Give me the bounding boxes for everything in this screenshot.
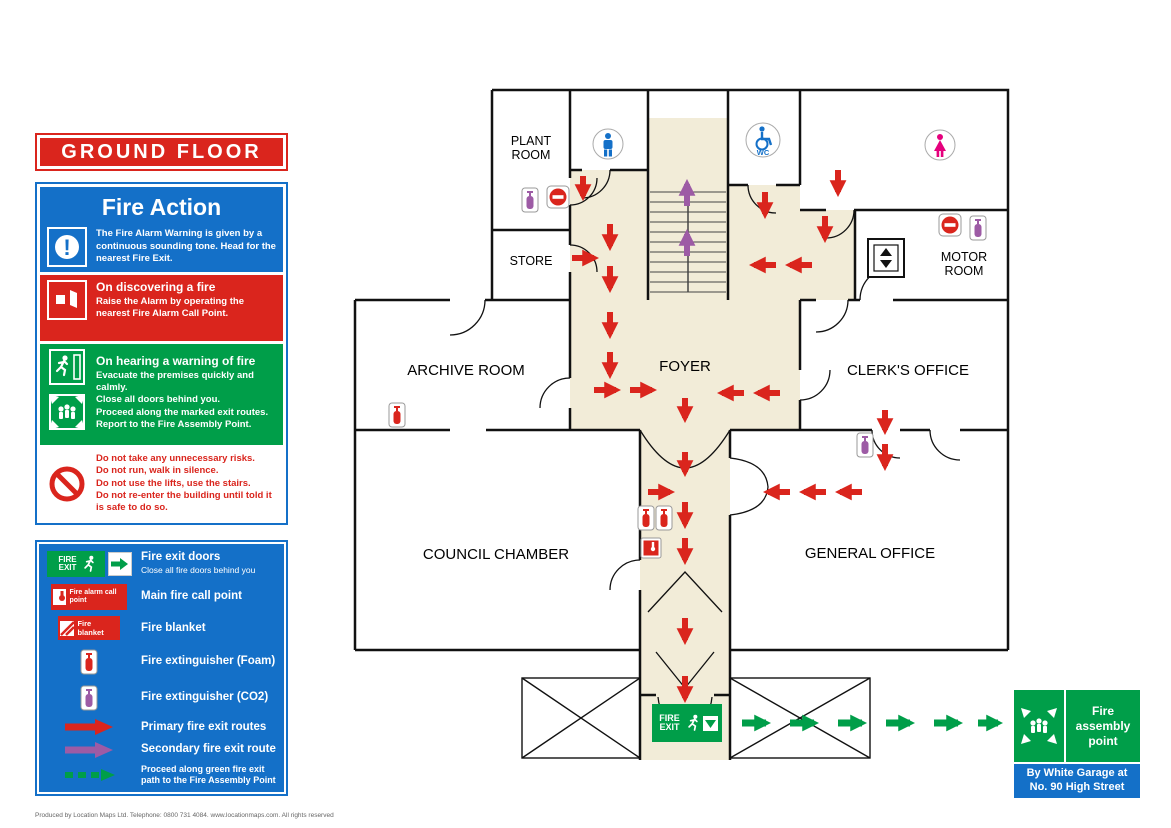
legend-label: Main fire call point (141, 590, 242, 603)
green-right-arrow-icon (107, 552, 132, 577)
assembly-location-sign: By White Garage at No. 90 High Street (1014, 764, 1140, 798)
running-man-exit-icon (49, 349, 85, 390)
fire-exit-sign: FIRE EXIT (652, 704, 722, 742)
alarm-warning-icon: ! (46, 227, 88, 267)
room-label-clerks-office: CLERK'S OFFICE (846, 362, 970, 379)
co2-extinguisher-icon (856, 432, 874, 458)
foam-extinguisher-icon (388, 402, 406, 428)
dont-line: Do not use the lifts, use the stairs. (96, 477, 251, 489)
discover-heading: On discovering a fire (96, 280, 216, 294)
prohibition-icon (46, 464, 88, 504)
fire-action-alarm-section: Fire Action ! The Fire Alarm Warning is … (40, 187, 283, 272)
room-label-foyer: FOYER (659, 358, 711, 375)
alarm-warning-text: The Fire Alarm Warning is given by a con… (96, 228, 276, 265)
wc-label: WC (757, 148, 770, 157)
assembly-point-icon (49, 394, 85, 435)
legend-label: Fire extinguisher (CO2) (141, 691, 269, 704)
legend-label: Fire blanket (141, 621, 206, 634)
producer-credit: Produced by Location Maps Ltd. Telephone… (35, 812, 334, 819)
entrance-steps (521, 677, 871, 759)
fire-exit-sign-icon: FIRE EXIT (46, 551, 105, 578)
fire-action-discover-section: On discovering a fire Raise the Alarm by… (40, 275, 283, 342)
fire-action-panel: Fire Action ! The Fire Alarm Warning is … (35, 182, 288, 525)
legend-row-call-point: Fire alarm call point Main fire call poi… (43, 583, 280, 610)
no-entry-icon (938, 213, 962, 237)
hearing-line: Evacuate the premises quickly and calmly… (96, 369, 254, 393)
room-label-motor-room: MOTOR ROOM (940, 250, 988, 279)
legend-sublabel: Close all fire doors behind you (141, 565, 256, 576)
co2-extinguisher-icon (969, 215, 987, 241)
legend-label: Primary fire exit routes (141, 720, 267, 733)
secondary-route-arrow-icon (65, 741, 113, 758)
walls (353, 88, 1010, 760)
hearing-heading: On hearing a warning of fire (96, 353, 256, 368)
fire-action-donts-section: Do not take any unnecessary risks. Do no… (40, 447, 283, 520)
assembly-sign-text: Fire assembly point (1066, 690, 1140, 762)
svg-text:!: ! (63, 235, 70, 260)
lift-icon (867, 238, 905, 278)
legend-label: Proceed along green fire exit path to th… (141, 764, 276, 785)
dont-line: Do not re-enter the building until told … (96, 489, 272, 514)
legend-label: Fire exit doors Close all fire doors beh… (141, 551, 256, 576)
male-wc-icon (592, 128, 624, 160)
fire-action-title: Fire Action (101, 194, 222, 220)
legend-row-green-path: Proceed along green fire exit path to th… (43, 764, 280, 785)
co2-extinguisher-icon (521, 187, 539, 213)
discover-text: Raise the Alarm by operating the nearest… (96, 296, 244, 320)
assembly-point-icon (1014, 690, 1064, 762)
legend-panel: FIRE EXIT Fire exit doors Close all fire… (35, 540, 288, 796)
dont-line: Do not take any unnecessary risks. (96, 452, 255, 464)
legend-row-primary-route: Primary fire exit routes (43, 719, 280, 736)
legend-row-fire-exit-doors: FIRE EXIT Fire exit doors Close all fire… (43, 551, 280, 578)
legend-row-fire-blanket: Fire blanket Fire blanket (43, 616, 280, 641)
legend-row-secondary-route: Secondary fire exit route (43, 741, 280, 758)
room-label-plant-room: PLANT ROOM (510, 134, 552, 163)
primary-route-arrow-icon (65, 719, 113, 736)
accessible-wc-icon: WC (745, 122, 781, 158)
fire-action-hearing-section: On hearing a warning of fire Evacuate th… (40, 344, 283, 445)
no-entry-icon (546, 185, 570, 209)
dont-line: Do not run, walk in silence. (96, 465, 219, 477)
room-label-archive-room: ARCHIVE ROOM (407, 362, 525, 379)
fire-assembly-point-sign: Fire assembly point (1014, 690, 1140, 762)
primary-route-arrows (572, 170, 894, 704)
fire-exit-sign-text: FIRE EXIT (659, 712, 680, 732)
legend-label: Secondary fire exit route (141, 743, 276, 756)
legend-label: Fire extinguisher (Foam) (141, 655, 276, 668)
fire-call-point-icon (46, 280, 88, 321)
hearing-line: Report to the Fire Assembly Point. (96, 419, 252, 430)
legend-row-extinguisher-foam: Fire extinguisher (Foam) (43, 647, 280, 677)
female-wc-icon (924, 129, 956, 161)
room-label-council-chamber: COUNCIL CHAMBER (422, 546, 570, 563)
hearing-line: Proceed along the marked exit routes. (96, 406, 269, 418)
fire-call-point-icon (640, 537, 662, 559)
fire-blanket-sign-icon: Fire blanket (58, 616, 120, 641)
ground-floor-sign: GROUND FLOOR (35, 133, 288, 171)
foam-extinguisher-icon (655, 505, 673, 531)
running-man-icon (687, 714, 698, 731)
green-dashed-arrow-icon (65, 768, 115, 781)
fire-alarm-call-point-sign-icon: Fire alarm call point (51, 583, 127, 610)
foam-extinguisher-icon (637, 505, 655, 531)
down-arrow-icon (702, 715, 718, 731)
page-title: GROUND FLOOR (61, 140, 262, 163)
room-label-general-office: GENERAL OFFICE (804, 545, 936, 562)
hearing-line: Close all doors behind you. (96, 394, 221, 406)
room-label-store: STORE (509, 254, 553, 268)
escape-route-areas (570, 118, 855, 760)
legend-row-extinguisher-co2: Fire extinguisher (CO2) (43, 683, 280, 713)
